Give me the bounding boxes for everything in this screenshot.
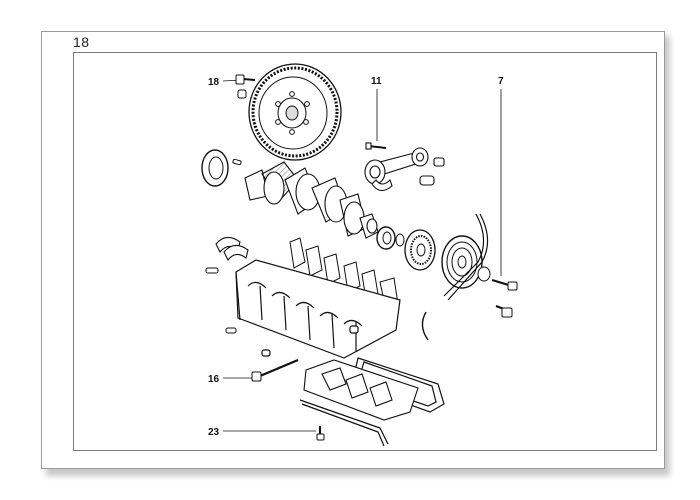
callout-23[interactable]: 23 — [208, 427, 316, 438]
page-number: 18 — [73, 34, 90, 50]
drain-bolt[interactable] — [316, 426, 325, 441]
callout-label-7: 7 — [498, 76, 504, 87]
callout-label-18: 18 — [208, 77, 220, 88]
callout-label-11: 11 — [371, 76, 382, 87]
timing-pulley[interactable] — [404, 229, 436, 271]
main-bearing-shells[interactable] — [215, 236, 249, 262]
oil-seal-strip[interactable] — [299, 399, 389, 447]
crankshaft-pulley[interactable] — [441, 235, 491, 289]
flywheel[interactable] — [248, 63, 342, 161]
callout-16[interactable]: 16 — [208, 374, 252, 385]
crankcase-block[interactable] — [235, 259, 401, 359]
timing-belt-guide[interactable] — [421, 311, 429, 341]
connecting-rod[interactable] — [364, 142, 445, 192]
rear-oil-seal[interactable] — [201, 149, 242, 187]
pulley-washer-bolt[interactable] — [495, 304, 513, 318]
diagram-frame — [73, 52, 657, 451]
flywheel-bolt[interactable] — [235, 74, 256, 99]
callout-label-23: 23 — [208, 427, 220, 438]
crankshaft[interactable] — [244, 161, 379, 239]
drive-belt[interactable] — [443, 213, 489, 301]
callout-label-16: 16 — [208, 374, 220, 385]
oil-sump[interactable] — [303, 359, 419, 421]
pulley-bolt[interactable] — [491, 278, 518, 291]
callout-11[interactable]: 11 — [371, 76, 382, 141]
front-seal[interactable] — [376, 226, 405, 250]
block-bolt[interactable] — [251, 358, 299, 382]
callout-7[interactable]: 7 — [498, 76, 504, 276]
dowel-pins[interactable] — [205, 267, 237, 334]
